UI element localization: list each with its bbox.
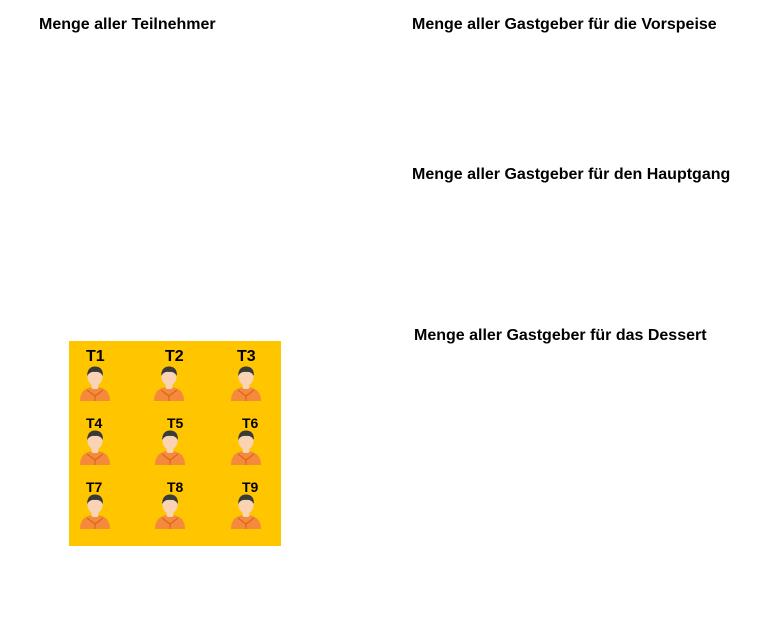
participant-t4: T4 (69, 341, 110, 465)
participant-t8: T8 (69, 341, 185, 529)
person-icon (153, 429, 187, 465)
main-course-hosts-set-title: Menge aller Gastgeber für den Hauptgang (412, 166, 731, 183)
participant-label: T5 (167, 415, 184, 431)
person-icon (78, 493, 112, 529)
person-icon (229, 493, 263, 529)
person-icon (229, 365, 263, 401)
participant-t6: T6 (69, 341, 261, 465)
participant-label: T1 (86, 348, 105, 365)
participant-t2: T2 (69, 341, 184, 401)
participant-label: T3 (237, 348, 256, 365)
participant-label: T6 (242, 415, 259, 431)
participant-t7: T7 (69, 341, 110, 529)
participant-label: T4 (86, 415, 103, 431)
participant-t9: T9 (69, 341, 261, 529)
participant-t5: T5 (69, 341, 185, 465)
person-icon (78, 365, 112, 401)
person-icon (153, 493, 187, 529)
person-icon (78, 429, 112, 465)
dessert-hosts-set-title: Menge aller Gastgeber für das Dessert (414, 327, 707, 344)
participant-label: T8 (167, 479, 184, 495)
starter-hosts-set-title: Menge aller Gastgeber für die Vorspeise (412, 16, 717, 33)
person-icon (229, 429, 263, 465)
participant-label: T7 (86, 479, 103, 495)
participant-t1: T1 (69, 341, 112, 401)
participant-t3: T3 (69, 341, 261, 401)
person-icon (152, 365, 186, 401)
participants-set-title: Menge aller Teilnehmer (39, 16, 216, 33)
participant-label: T2 (165, 348, 184, 365)
participant-label: T9 (242, 479, 259, 495)
